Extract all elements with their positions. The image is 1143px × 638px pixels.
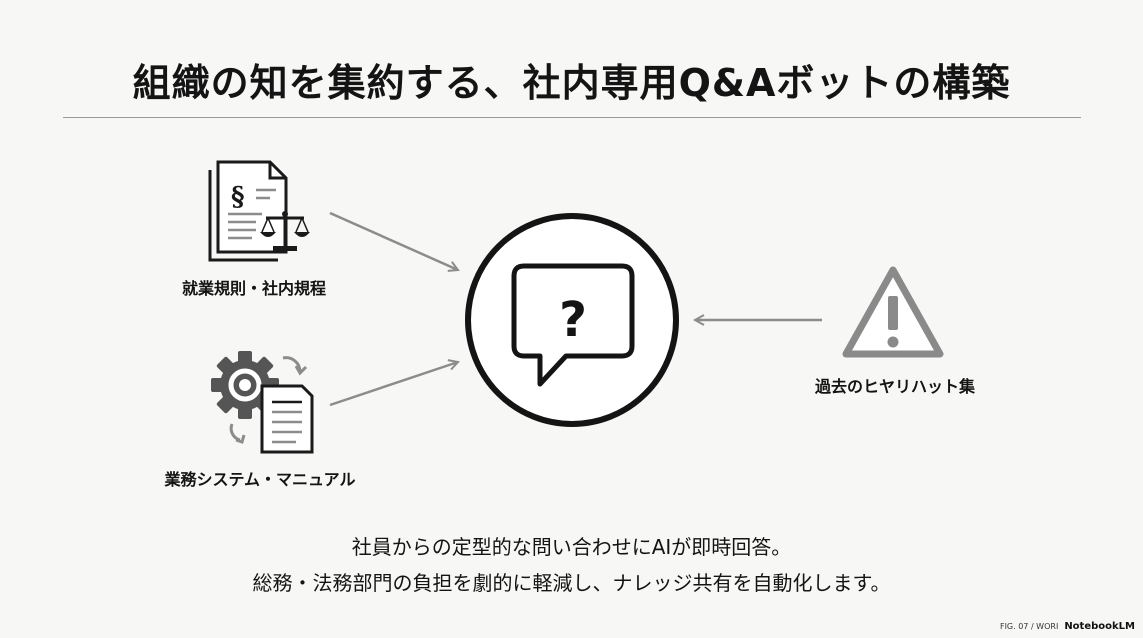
notebooklm-logo: NotebookLM bbox=[1064, 621, 1135, 632]
arrow-rules-to-bot bbox=[329, 211, 458, 270]
gear-document-icon bbox=[211, 351, 314, 454]
caption-line-1: 社員からの定型的な問い合わせにAIが即時回答。 bbox=[351, 535, 792, 559]
caption-line-2: 総務・法務部門の負担を劇的に軽減し、ナレッジ共有を自動化します。 bbox=[252, 571, 891, 595]
label-rules: 就業規則・社内規程 bbox=[181, 279, 326, 298]
label-manuals: 業務システム・マニュアル bbox=[164, 470, 356, 489]
footer: FIG. 07 / WORI NotebookLM bbox=[1000, 621, 1135, 632]
label-hiyari: 過去のヒヤリハット集 bbox=[814, 377, 975, 396]
title-divider bbox=[63, 117, 1081, 118]
warning-icon bbox=[842, 266, 944, 358]
arrow-manuals-to-bot bbox=[329, 362, 458, 407]
page-title: 組織の知を集約する、社内専用Q&Aボットの構築 bbox=[132, 61, 1011, 105]
question-bubble-icon: ? bbox=[465, 213, 679, 427]
svg-text:?: ? bbox=[559, 292, 587, 348]
svg-text:§: § bbox=[231, 182, 245, 212]
figure-label: FIG. 07 / WORI bbox=[999, 622, 1059, 631]
document-scales-icon: § bbox=[208, 160, 310, 262]
